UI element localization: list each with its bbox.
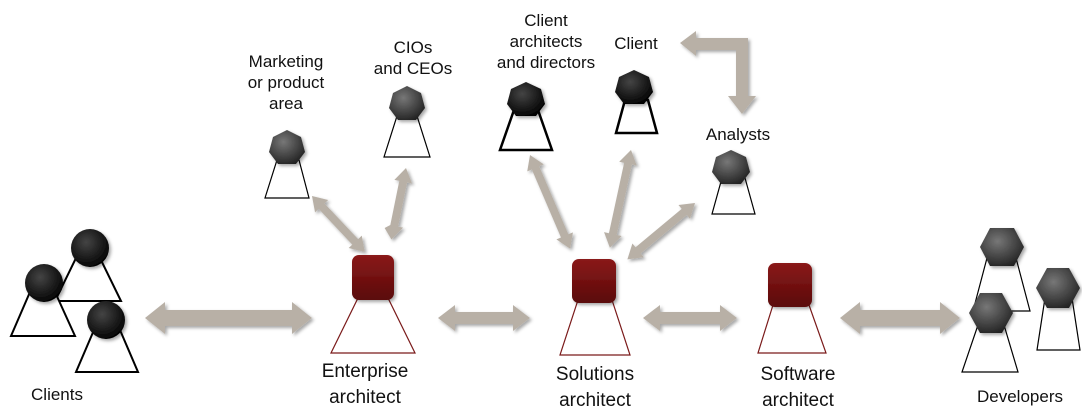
enterprise-architect-head xyxy=(352,255,394,300)
label-cios: CIOs and CEOs xyxy=(373,38,453,78)
enterprise-architect-figure xyxy=(330,255,416,354)
arrow-enterprise-solutions xyxy=(438,305,530,331)
arrow-marketing-enterprise xyxy=(312,196,365,253)
arrow-software-developers xyxy=(840,302,960,334)
label-client-architects: Client architects and directors xyxy=(496,11,596,72)
label-enterprise-architect: Enterprise architect xyxy=(321,361,409,408)
label-client: Client xyxy=(614,34,658,53)
label-clients: Clients xyxy=(31,385,83,404)
client-architects-figure xyxy=(498,82,554,152)
marketing-figure xyxy=(264,130,310,199)
analysts-head xyxy=(712,150,750,184)
software-architect-head xyxy=(768,263,812,307)
developer-head-2 xyxy=(1036,268,1080,308)
marketing-head xyxy=(269,130,305,164)
cios-figure xyxy=(383,86,431,158)
client-head xyxy=(615,70,653,104)
cios-head xyxy=(389,86,425,120)
client-figure-2 xyxy=(9,264,77,337)
arrow-clientarch-solutions xyxy=(527,155,573,249)
label-software-architect: Software architect xyxy=(760,364,836,411)
clients-group xyxy=(9,229,140,373)
arrow-analysts-solutions xyxy=(627,203,695,260)
solutions-architect-head xyxy=(572,259,616,303)
label-developers: Developers xyxy=(977,387,1063,406)
label-marketing: Marketing or product area xyxy=(247,52,325,113)
developer-figure-3 xyxy=(961,293,1019,373)
label-solutions-architect: Solutions architect xyxy=(555,364,635,411)
client-figure-3 xyxy=(74,301,140,373)
developer-head-1 xyxy=(980,228,1024,266)
arrow-client-solutions xyxy=(604,150,637,248)
developers-group xyxy=(961,228,1081,373)
developer-head-3 xyxy=(969,293,1013,333)
label-analysts: Analysts xyxy=(705,125,771,144)
client-figure-1 xyxy=(53,229,123,302)
client-figure xyxy=(614,70,659,135)
arrows xyxy=(145,31,960,334)
arrow-solutions-software xyxy=(643,305,737,331)
arrow-cios-enterprise xyxy=(384,168,413,240)
arrow-client-analysts xyxy=(680,31,756,114)
analysts-figure xyxy=(711,150,756,215)
developer-figure-2 xyxy=(1036,268,1081,351)
solutions-architect-figure xyxy=(559,259,631,356)
software-architect-figure xyxy=(757,263,827,354)
arrow-clients-enterprise xyxy=(145,302,312,334)
client-architects-head xyxy=(507,82,545,116)
